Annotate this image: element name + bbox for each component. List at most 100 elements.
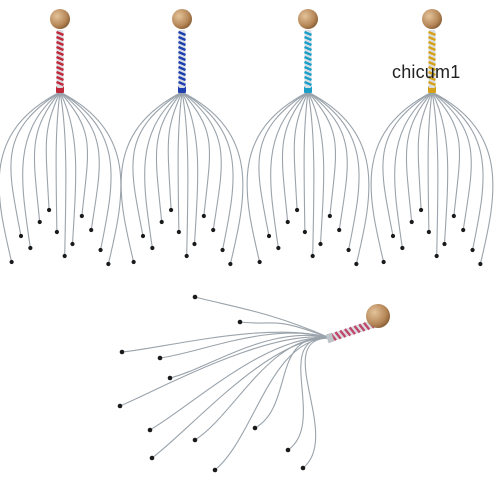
wire-prong — [159, 332, 331, 359]
prong-tip — [302, 229, 307, 235]
wire-prong — [307, 91, 315, 257]
watermark-text: chicum1 — [392, 62, 461, 82]
handle-twist — [428, 45, 436, 52]
wire-prong — [287, 337, 331, 451]
prong-tip — [237, 319, 243, 325]
prong-tip — [220, 247, 225, 253]
wooden-ball — [422, 9, 442, 29]
handle-twist — [178, 40, 186, 47]
prong-tip — [117, 403, 123, 409]
wire-prong — [22, 91, 61, 249]
wire-prong — [59, 91, 89, 217]
handle-twist — [56, 75, 64, 82]
handle-twist — [56, 30, 64, 37]
prong-tip — [176, 229, 181, 235]
prong-tip — [70, 241, 75, 247]
wire-prong — [307, 91, 337, 217]
handle-twist — [304, 65, 312, 72]
handle-twist — [348, 326, 356, 335]
handle-twist — [178, 80, 186, 87]
handle-twist — [358, 323, 366, 332]
prong-tip — [167, 375, 173, 381]
prong-tip — [390, 233, 396, 239]
prong-tip — [37, 219, 42, 225]
wire-prong — [194, 296, 331, 339]
wire-prong — [59, 91, 100, 231]
handle-twist — [304, 35, 312, 42]
prong-tip — [131, 259, 136, 265]
handle-twist — [178, 65, 186, 72]
wire-prong — [254, 337, 331, 429]
prong-tip — [346, 247, 351, 253]
handle-twist — [363, 322, 371, 331]
handle-twist — [56, 55, 64, 62]
prong-tip — [228, 261, 233, 267]
handle-twist — [428, 35, 436, 42]
prong-tip — [89, 227, 94, 233]
handle-twist — [178, 55, 186, 62]
handle-twist — [56, 45, 64, 52]
prong-tip — [434, 253, 439, 259]
handle-twist — [304, 45, 312, 52]
prong-tip — [157, 355, 163, 361]
prong-tip — [119, 349, 125, 355]
wire-prong — [59, 91, 77, 245]
prong-tip — [201, 213, 206, 219]
handle-twist — [304, 60, 312, 67]
handle-twist — [304, 55, 312, 62]
prong-tip — [294, 207, 300, 213]
wire-prong — [431, 91, 484, 251]
handle-twist — [56, 70, 64, 77]
prong-tip — [150, 245, 155, 251]
prong-tip — [266, 233, 272, 239]
handle-twist — [428, 80, 436, 87]
prong-tip — [310, 253, 315, 259]
wire-prong — [281, 91, 309, 223]
prong-tip — [276, 245, 281, 251]
handle-twist — [353, 325, 361, 334]
wire-prong — [59, 91, 112, 251]
wire-prong — [258, 91, 309, 237]
prong-tip — [147, 427, 153, 433]
wire-prong — [10, 91, 61, 237]
prong-tip — [409, 219, 414, 225]
handle-twist — [428, 70, 436, 77]
prong-tip — [337, 227, 342, 233]
prong-tip — [478, 261, 483, 267]
prong-tip — [318, 241, 323, 247]
wire-prong — [181, 91, 244, 265]
handle-twist — [56, 40, 64, 47]
prong-tip — [381, 259, 386, 265]
prong-tip — [106, 261, 111, 267]
wire-prong — [382, 91, 433, 237]
handle-twist — [428, 65, 436, 72]
handle-twist — [56, 60, 64, 67]
handle-twist — [178, 35, 186, 42]
wire-prong — [132, 91, 183, 237]
wire-prong — [149, 337, 331, 431]
wire-prong — [181, 91, 199, 245]
handle-twist — [428, 30, 436, 37]
handle-twist — [304, 50, 312, 57]
wire-prong — [194, 337, 331, 441]
head-massager-blue — [120, 9, 244, 267]
handle-twist — [178, 60, 186, 67]
prong-tip — [400, 245, 405, 251]
wire-prong — [431, 91, 439, 257]
head-massager-teal — [246, 9, 370, 267]
handle-twist — [304, 40, 312, 47]
wire-prong — [45, 91, 61, 211]
handle-twist — [304, 75, 312, 82]
handle-twist — [428, 75, 436, 82]
prong-tip — [28, 245, 33, 251]
wire-prong — [417, 91, 433, 211]
wire-prong — [239, 321, 331, 339]
wire-prong — [33, 91, 61, 223]
handle-twist — [339, 329, 347, 338]
prong-tip — [257, 259, 262, 265]
handle-twist — [304, 30, 312, 37]
wire-prong — [431, 91, 494, 265]
wire-prong — [405, 91, 433, 223]
wire-prong — [155, 91, 183, 223]
head-massager-red — [0, 9, 122, 267]
